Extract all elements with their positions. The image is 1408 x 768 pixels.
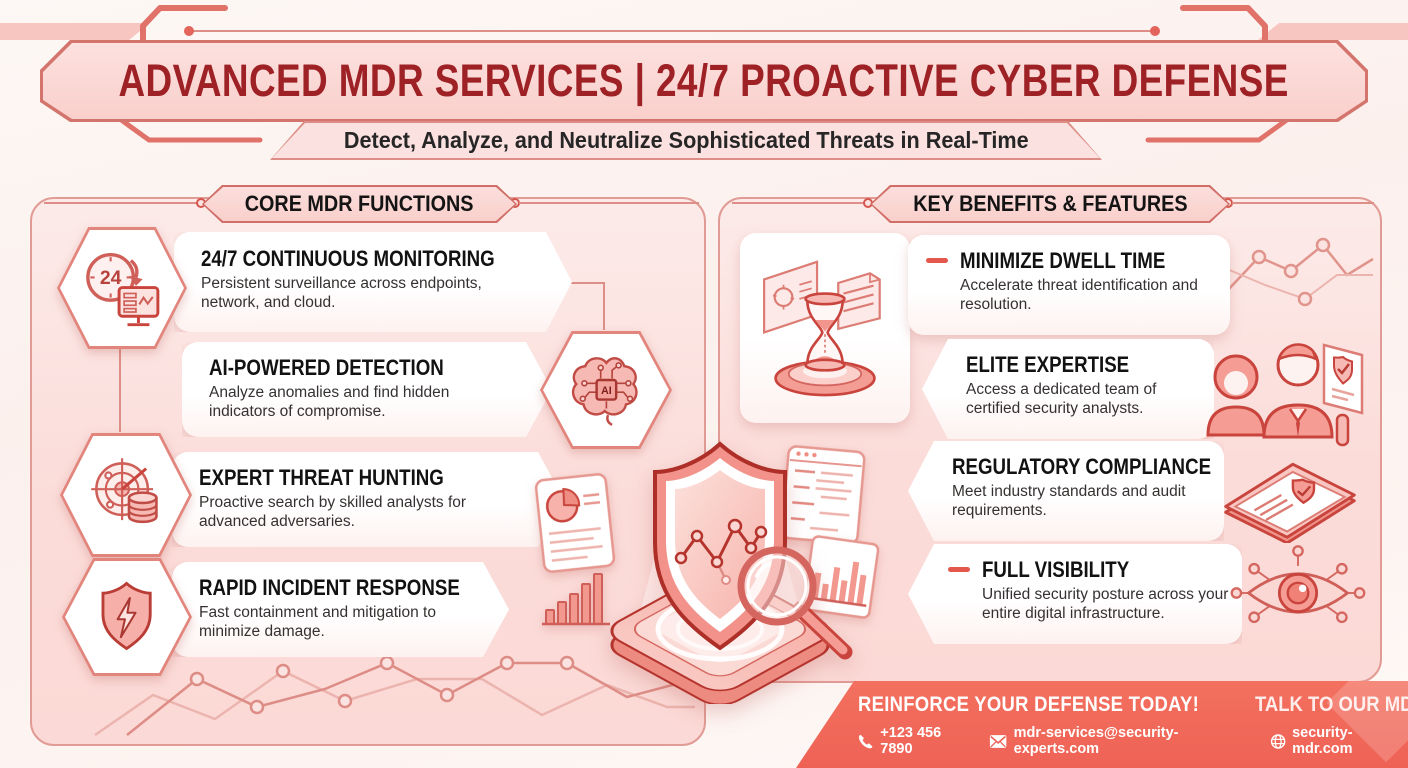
benefit-card-dwell-time: MINIMIZE DWELL TIME Accelerate threat id…	[908, 235, 1230, 335]
subtitle-banner: Detect, Analyze, and Neutralize Sophisti…	[270, 121, 1102, 160]
core-functions-panel: CORE MDR FUNCTIONS 24	[30, 197, 706, 746]
top-connector-dot-right	[1150, 26, 1160, 36]
zigzag-decoration-icon	[1226, 237, 1374, 307]
core-functions-header: CORE MDR FUNCTIONS	[202, 185, 517, 223]
function-card-incident-response: RAPID INCIDENT RESPONSE Fast containment…	[172, 562, 509, 657]
clock-monitor-hexagon: 24	[57, 227, 187, 349]
footer-website[interactable]: security-mdr.com	[1270, 725, 1408, 757]
analyst-team-icon	[1206, 343, 1364, 447]
ai-brain-hexagon: AI	[540, 331, 672, 449]
shield-lightning-icon	[101, 581, 153, 651]
shield-magnifier-platform-icon	[610, 441, 853, 704]
footer-cta: REINFORCE YOUR DEFENSE TODAY! TALK TO OU…	[858, 693, 1408, 716]
connector-line	[119, 347, 121, 432]
top-left-wedge	[0, 23, 150, 40]
radar-hexagon	[60, 433, 192, 557]
key-benefits-title: KEY BENEFITS & FEATURES	[912, 191, 1188, 216]
ai-brain-icon: AI	[571, 357, 638, 427]
footer-cta-ribbon: REINFORCE YOUR DEFENSE TODAY! TALK TO OU…	[796, 681, 1408, 768]
footer-email[interactable]: mdr-services@security-experts.com	[989, 725, 1253, 757]
core-functions-title: CORE MDR FUNCTIONS	[245, 191, 474, 216]
page-subtitle: Detect, Analyze, and Neutralize Sophisti…	[343, 127, 1029, 153]
hourglass-documents-icon	[763, 260, 881, 397]
dash-bullet	[948, 567, 970, 572]
top-connector-line	[188, 30, 1155, 32]
hourglass-card	[740, 233, 910, 423]
globe-icon	[1270, 733, 1286, 749]
shield-lightning-hexagon	[62, 558, 192, 676]
benefit-card-elite-expertise: ELITE EXPERTISE Access a dedicated team …	[922, 339, 1214, 439]
envelope-icon	[990, 734, 1007, 748]
dash-bullet	[926, 258, 948, 263]
benefit-card-compliance: REGULATORY COMPLIANCE Meet industry stan…	[908, 441, 1224, 541]
svg-text:24: 24	[100, 267, 122, 289]
connector-line	[603, 282, 605, 330]
function-card-monitoring: 24/7 CONTINUOUS MONITORING Persistent su…	[174, 232, 572, 332]
key-benefits-panel: KEY BENEFITS & FEATURES	[718, 197, 1382, 683]
svg-text:AI: AI	[601, 385, 612, 397]
top-connector-dot-left	[184, 26, 194, 36]
compliance-tablet-icon	[1224, 462, 1356, 543]
bar-chart-mini-icon	[542, 573, 610, 626]
page-title: ADVANCED MDR SERVICES | 24/7 PROACTIVE C…	[118, 55, 1290, 106]
footer-contacts: +123 456 7890 mdr-services@security-expe…	[858, 725, 1408, 757]
phone-icon	[858, 734, 873, 748]
connector-line	[732, 202, 868, 204]
key-benefits-header: KEY BENEFITS & FEATURES	[870, 185, 1230, 223]
line-chart-decoration-icon	[94, 655, 696, 737]
connector-line	[1232, 202, 1374, 204]
pie-chart-card-icon	[534, 473, 616, 573]
top-right-wedge	[1258, 23, 1408, 40]
connector-line	[519, 202, 699, 204]
function-card-threat-hunting: EXPERT THREAT HUNTING Proactive search b…	[172, 452, 564, 547]
connector-line	[566, 282, 604, 284]
function-card-ai-detection: AI-POWERED DETECTION Analyze anomalies a…	[182, 342, 552, 437]
radar-database-icon	[90, 458, 158, 523]
clock-monitor-icon: 24	[86, 252, 160, 326]
benefit-card-visibility: FULL VISIBILITY Unified security posture…	[908, 544, 1242, 644]
visibility-eye-icon	[1230, 545, 1366, 624]
connector-line	[44, 202, 200, 204]
title-banner: ADVANCED MDR SERVICES | 24/7 PROACTIVE C…	[40, 40, 1368, 122]
footer-phone[interactable]: +123 456 7890	[858, 725, 973, 757]
